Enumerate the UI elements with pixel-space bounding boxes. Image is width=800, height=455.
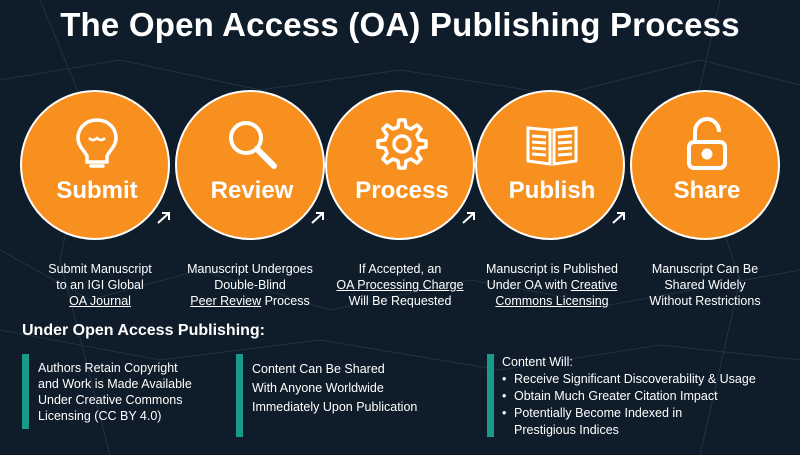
box1-bar (22, 354, 29, 429)
list-item: Obtain Much Greater Citation Impact (502, 388, 792, 405)
arrow-4-icon (612, 212, 625, 224)
step-submit-label: Submit (56, 177, 138, 204)
arrow-3-icon (462, 212, 475, 224)
open-book-icon (526, 126, 578, 166)
peer-review-link[interactable]: Peer Review (190, 294, 262, 308)
oa-processing-charge-link[interactable]: OA Processing Charge (336, 278, 464, 292)
step-process-label: Process (355, 177, 449, 204)
box3-bar (487, 354, 494, 437)
page-title: The Open Access (OA) Publishing Process (60, 6, 740, 43)
magnifier-icon (229, 121, 277, 169)
step-publish: Publish (475, 90, 625, 240)
creative-commons-licensing-link[interactable]: Commons Licensing (495, 294, 609, 308)
list-item: Potentially Become Indexed in (502, 405, 792, 422)
gear-icon (376, 118, 428, 170)
step-publish-label: Publish (508, 177, 596, 204)
oa-journal-link[interactable]: OA Journal (69, 294, 131, 308)
box-content-will: Content Will: Receive Significant Discov… (502, 354, 792, 439)
lightbulb-icon (76, 118, 118, 168)
step-share-desc: Manuscript Can Be Shared Widely Without … (649, 262, 761, 308)
step-submit-desc: Submit Manuscript to an IGI Global OA Jo… (20, 261, 180, 309)
step-process-desc: If Accepted, an OA Processing Charge Wil… (320, 261, 480, 309)
step-submit: Submit (20, 90, 170, 240)
box-content-shared: Content Can Be Shared With Anyone Worldw… (252, 362, 418, 414)
step-share: Share (630, 90, 780, 240)
open-lock-icon (687, 116, 727, 170)
step-review: Review (175, 90, 325, 240)
step-review-label: Review (210, 177, 294, 204)
step-review-desc: Manuscript Undergoes Double-Blind Peer R… (187, 262, 313, 308)
arrow-2-icon (311, 212, 324, 224)
box-authors-rights: Authors Retain Copyright and Work is Mad… (38, 361, 192, 423)
arrow-1-icon (157, 212, 170, 224)
creative-link[interactable]: Creative (570, 278, 618, 292)
content-will-list: Receive Significant Discoverability & Us… (502, 371, 792, 422)
list-item: Receive Significant Discoverability & Us… (502, 371, 792, 388)
section-title: Under Open Access Publishing: (22, 322, 266, 339)
step-process: Process (325, 90, 475, 240)
box2-bar (236, 354, 243, 437)
step-publish-desc: Manuscript is Published Under OA with Cr… (472, 261, 632, 309)
step-share-label: Share (673, 177, 741, 204)
